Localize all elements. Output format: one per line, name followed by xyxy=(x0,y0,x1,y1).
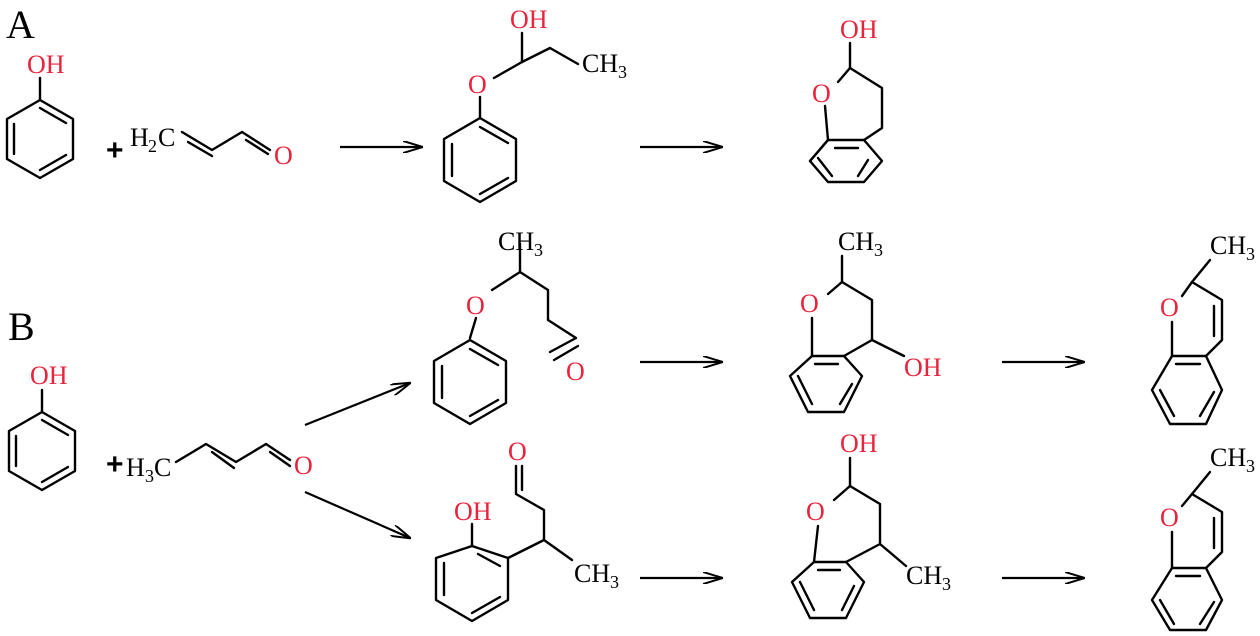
methyl-subscript: 3 xyxy=(1246,456,1255,476)
methyl-ch-label: CH xyxy=(906,561,942,590)
ring-o-label: O xyxy=(800,289,819,318)
hydroxyl-label: OH xyxy=(840,15,878,44)
methyl-ch-label: CH xyxy=(1210,231,1246,260)
crotonal-h-subscript: 3 xyxy=(145,466,154,486)
hydroxyl-label: OH xyxy=(904,353,942,382)
arrow-b-down xyxy=(304,490,410,538)
phenol-b: OH xyxy=(7,361,77,492)
methyl-subscript: 3 xyxy=(610,572,619,592)
methyl-subscript: 3 xyxy=(942,574,951,594)
carbonyl-o-label: O xyxy=(508,437,527,466)
carbonyl-o-label: O xyxy=(566,357,585,386)
acrolein-c-label: C xyxy=(158,123,175,152)
ring-o-label: O xyxy=(806,497,825,526)
ether-o-label: O xyxy=(468,70,487,99)
hydroxyl-label: OH xyxy=(840,429,878,458)
plus-sign-a: + xyxy=(106,134,124,167)
hydroxyl-label: OH xyxy=(27,50,65,79)
carbonyl-o-label: O xyxy=(294,451,313,480)
ring-o-label: O xyxy=(812,79,831,108)
methyl-ch-label: CH xyxy=(574,559,610,588)
crotonal-c-label: C xyxy=(154,453,171,482)
hydroxyl-label: OH xyxy=(510,5,548,34)
methyl-subscript: 3 xyxy=(618,62,627,82)
chroman-2-ol: OH O xyxy=(808,15,884,184)
methyl-ch-label: CH xyxy=(498,227,534,256)
arrow-b-up xyxy=(304,383,410,427)
acrolein-h-label: H xyxy=(130,123,149,152)
methyl-subscript: 3 xyxy=(874,240,883,260)
methylchroman-2-ol: OH O CH 3 xyxy=(790,429,951,620)
methyl-ch-label: CH xyxy=(582,49,618,78)
carbonyl-o-label: O xyxy=(274,141,293,170)
crotonaldehyde: H 3 C O xyxy=(126,442,313,486)
panel-label-a: A xyxy=(6,2,35,47)
hydroxyl-label: OH xyxy=(454,497,492,526)
methyl-subscript: 3 xyxy=(1246,244,1255,264)
methylchromene-upper: CH 3 O xyxy=(1150,231,1255,426)
methylchromanol: CH 3 O OH xyxy=(788,227,942,414)
plus-sign-b: + xyxy=(106,448,124,481)
ring-o-label: O xyxy=(1160,293,1179,322)
panel-label-b: B xyxy=(8,304,35,349)
methyl-ch-label: CH xyxy=(838,227,874,256)
phenoxy-butanal: CH 3 O O xyxy=(432,227,585,426)
phenol-a: OH xyxy=(5,50,75,180)
methyl-ch-label: CH xyxy=(1210,443,1246,472)
methyl-subscript: 3 xyxy=(534,240,543,260)
phenoxy-propanol: OH CH 3 O xyxy=(442,5,627,204)
hydroxyphenyl-butanal: O CH 3 OH xyxy=(434,437,619,623)
crotonal-h-label: H xyxy=(126,453,145,482)
hydroxyl-label: OH xyxy=(30,361,68,390)
acrolein: H 2 C O xyxy=(130,123,293,170)
methylchromene-lower: CH 3 O xyxy=(1150,443,1255,632)
acrolein-h-subscript: 2 xyxy=(148,136,157,156)
ring-o-label: O xyxy=(1160,503,1179,532)
ether-o-label: O xyxy=(466,291,485,320)
